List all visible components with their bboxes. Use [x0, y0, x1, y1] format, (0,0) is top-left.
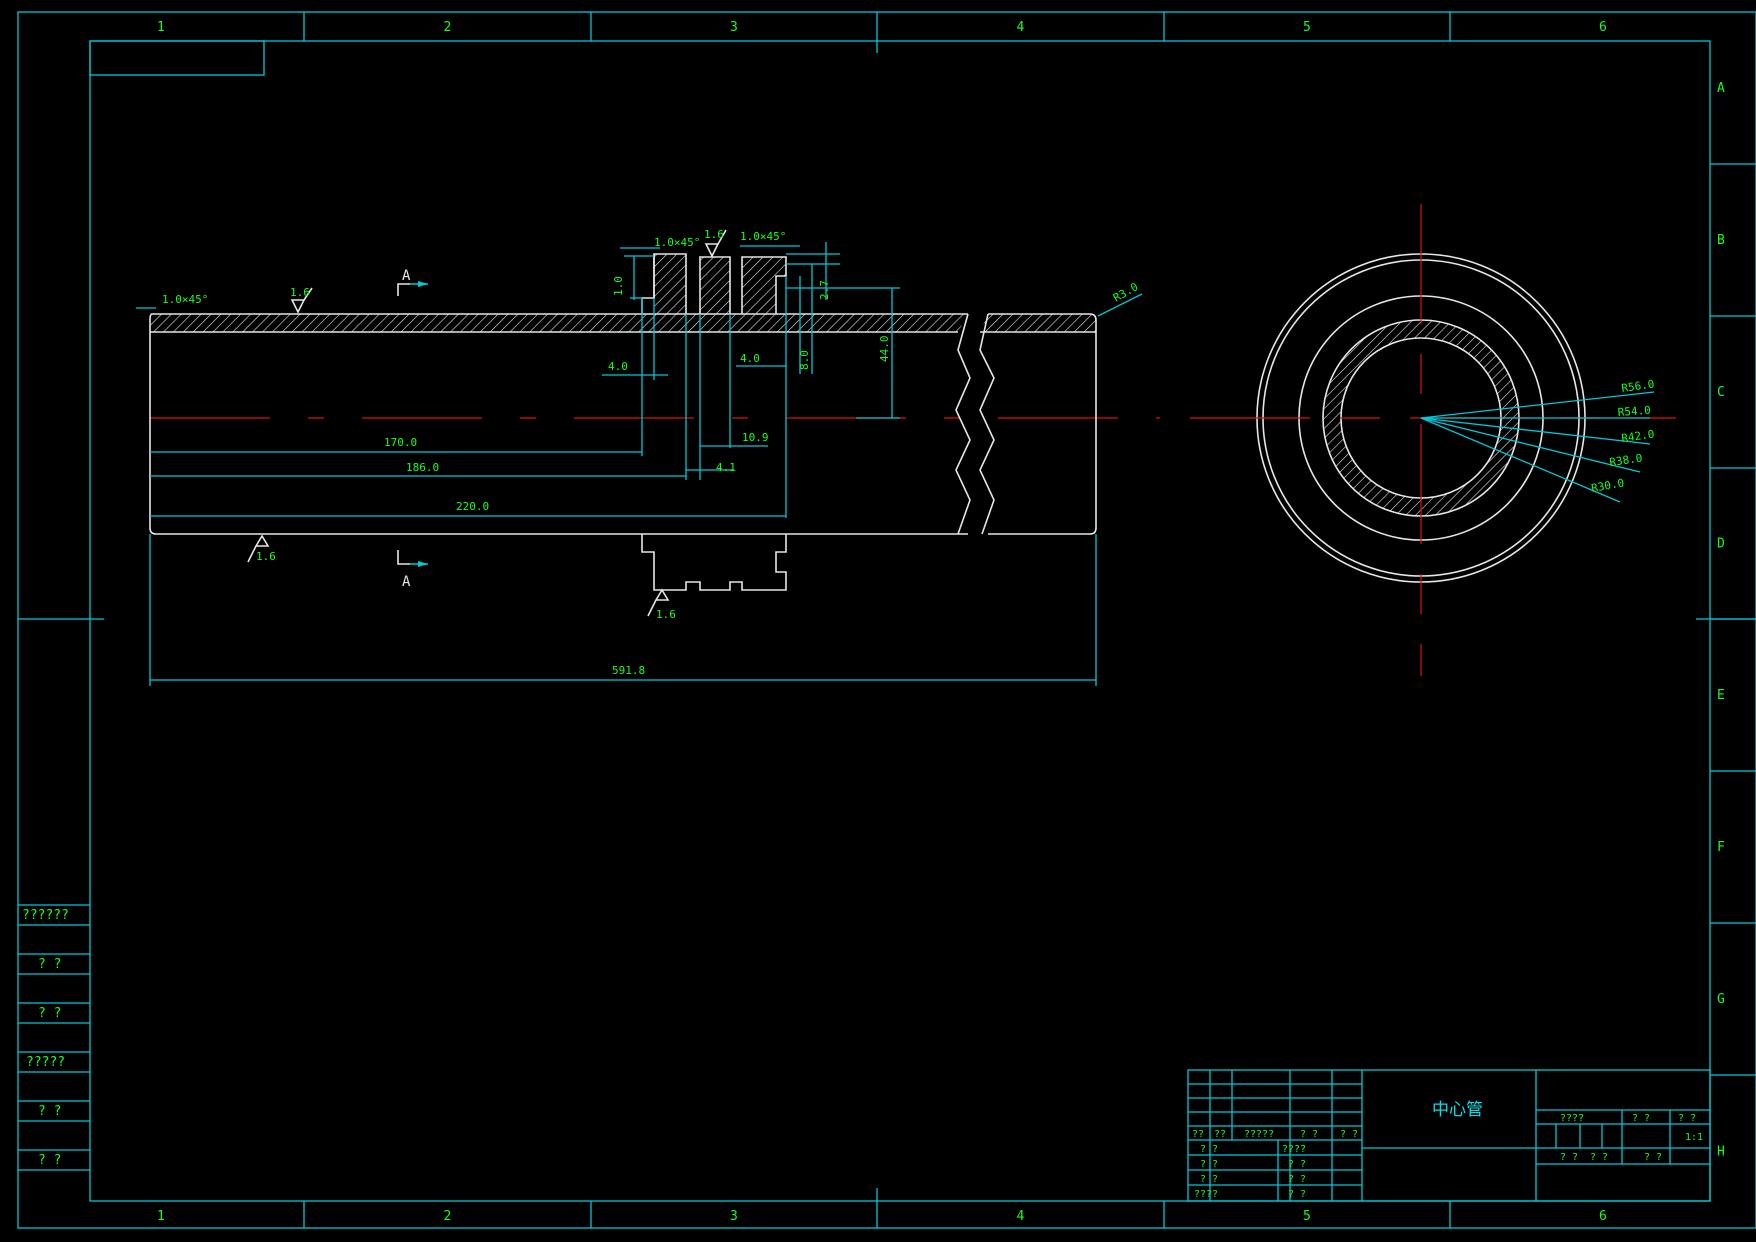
dim-text: 4.0 — [740, 352, 760, 365]
sign-header: ?? — [1214, 1129, 1226, 1140]
scale-value: 1:1 — [1685, 1132, 1703, 1143]
zone-row-label: A — [1717, 81, 1725, 96]
collar-hatch-2 — [700, 257, 730, 314]
strip-label: ????? — [26, 1055, 65, 1070]
radius-leaders — [1420, 391, 1655, 503]
zone-column-label: 5 — [1303, 1209, 1311, 1224]
info-label: ? ? — [1632, 1113, 1650, 1124]
cross-section-view: R56.0 R54.0 R42.0 R38.0 R30.0 — [1190, 204, 1676, 676]
zone-column-label: 4 — [1017, 1209, 1025, 1224]
sign-right-label: ? ? — [1288, 1189, 1306, 1200]
zone-column-label: 2 — [444, 1209, 452, 1224]
dim-text: R54.0 — [1617, 404, 1651, 419]
dim-text: 170.0 — [384, 436, 417, 449]
zone-column-label: 6 — [1599, 1209, 1607, 1224]
dim-text: 1.6 — [656, 608, 676, 621]
left-title-strip: ?????? ? ? ? ? ????? ? ? ? ? — [18, 904, 90, 1171]
zone-rows: A B C D E F G H — [1710, 81, 1756, 1160]
info-label: ? ? — [1560, 1152, 1578, 1163]
dim-text: 186.0 — [406, 461, 439, 474]
dim-text: R30.0 — [1590, 476, 1625, 495]
dim-text: 591.8 — [612, 664, 645, 677]
dim-text: 1.6 — [704, 228, 724, 241]
zone-column-label: 2 — [444, 20, 452, 35]
zone-row-label: E — [1717, 688, 1725, 703]
sign-header: ? ? — [1300, 1129, 1318, 1140]
roughness-symbols — [247, 229, 727, 617]
drawing-frame — [17, 11, 1756, 1229]
info-label: ???? — [1560, 1113, 1584, 1124]
break-line-2 — [979, 313, 995, 535]
info-label: ? ? — [1678, 1113, 1696, 1124]
info-label: ? ? — [1644, 1152, 1662, 1163]
strip-label: ?????? — [22, 908, 69, 923]
dim-text: 10.9 — [742, 431, 769, 444]
dim-text: R38.0 — [1609, 451, 1644, 468]
wall-hatch-right — [980, 314, 1096, 332]
sign-header: ?? — [1192, 1129, 1204, 1140]
strip-label: ? ? — [38, 1153, 61, 1168]
dim-text: 4.1 — [716, 461, 736, 474]
part-name: 中心管 — [1432, 1100, 1483, 1120]
break-line-1 — [955, 313, 971, 535]
zone-row-label: C — [1717, 385, 1725, 400]
sign-right-label: ? ? — [1288, 1159, 1306, 1170]
section-label: A — [402, 574, 411, 590]
zone-column-label: 5 — [1303, 20, 1311, 35]
strip-label: ? ? — [38, 1006, 61, 1021]
collar-hatch-3 — [742, 257, 786, 314]
dim-text: 4.0 — [608, 360, 628, 373]
sign-right-label: ? ? — [1288, 1174, 1306, 1185]
section-marker-top: A — [397, 268, 428, 296]
zone-column-label: 1 — [157, 20, 165, 35]
zone-row-label: H — [1717, 1145, 1725, 1160]
dim-text: 44.0 — [878, 336, 891, 363]
info-label: ? ? — [1590, 1152, 1608, 1163]
zone-row-label: B — [1717, 233, 1725, 248]
dim-text: 1.0×45° — [740, 230, 786, 243]
wall-hatch-left — [150, 314, 968, 332]
zone-column-label: 3 — [730, 20, 738, 35]
zone-column-label: 4 — [1017, 20, 1025, 35]
zone-columns: 1 1 2 2 3 3 4 4 5 5 6 6 — [157, 12, 1607, 1228]
shaft-outline — [149, 313, 1097, 535]
dim-text: R42.0 — [1621, 427, 1656, 444]
sign-row-label: ? ? — [1200, 1144, 1218, 1155]
dimension-texts: 1.0×45° 1.0×45° 1.0×45° 1.6 1.6 1.6 1.6 … — [162, 228, 1140, 677]
sign-row-label: ? ? — [1200, 1174, 1218, 1185]
dim-text: 220.0 — [456, 500, 489, 513]
dim-text: 1.0×45° — [654, 236, 700, 249]
shaft-side-view: A A 1.0×45° 1.0×45° 1.0×45° 1.6 1.6 1.6 … — [136, 228, 1160, 686]
dim-text: R3.0 — [1111, 280, 1140, 305]
zone-column-label: 1 — [157, 1209, 165, 1224]
dim-text: R56.0 — [1621, 377, 1656, 394]
corner-stamp-box — [89, 40, 265, 76]
dim-text: 1.6 — [290, 286, 310, 299]
title-block: 中心管 1:1 ?? ?? ???? ? ? ? ? ? ? ? ? ? ? ? … — [1187, 1069, 1711, 1202]
collar-bottom — [641, 534, 787, 591]
dim-text: 2.7 — [818, 280, 831, 300]
zone-row-label: D — [1717, 537, 1725, 552]
dimension-lines — [136, 242, 1143, 686]
zone-column-label: 3 — [730, 1209, 738, 1224]
sign-header: ? ? — [1340, 1129, 1358, 1140]
sign-header: ????? — [1244, 1129, 1274, 1140]
collar-hatch-1 — [654, 254, 686, 314]
section-label: A — [402, 268, 411, 284]
dim-text: 8.0 — [798, 350, 811, 370]
zone-row-label: F — [1717, 840, 1725, 855]
dim-text: 1.6 — [256, 550, 276, 563]
dim-text: 1.0 — [612, 276, 625, 296]
section-marker-bottom: A — [397, 550, 428, 590]
strip-label: ? ? — [38, 1104, 61, 1119]
sign-row-label: ???? — [1194, 1189, 1218, 1200]
sign-row-label: ? ? — [1200, 1159, 1218, 1170]
zone-column-label: 6 — [1599, 20, 1607, 35]
sign-right-label: ???? — [1282, 1144, 1306, 1155]
zone-row-label: G — [1717, 992, 1725, 1007]
dim-text: 1.0×45° — [162, 293, 208, 306]
strip-label: ? ? — [38, 957, 61, 972]
